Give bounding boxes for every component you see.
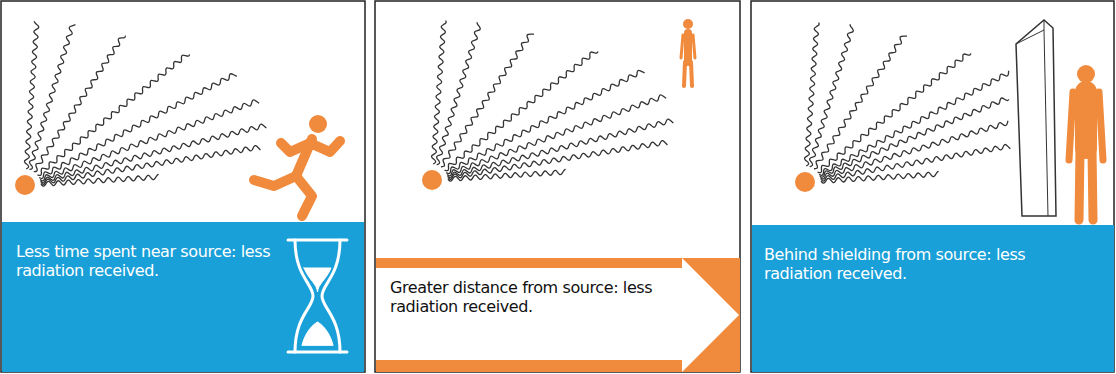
radiation-wave	[818, 53, 971, 172]
panel-frame	[1, 1, 365, 372]
caption-band: Less time spent near source: less radiat…	[2, 222, 364, 372]
radiation-wave	[819, 71, 1008, 176]
hourglass-icon	[288, 240, 347, 352]
radiation-wave	[39, 74, 237, 179]
radiation-wave	[29, 25, 75, 170]
radiation-wave	[41, 174, 159, 186]
panel-frame	[375, 1, 740, 372]
radiation-wave	[821, 171, 939, 183]
radiation-wave	[804, 23, 819, 166]
distant-person	[681, 19, 695, 86]
radiation-source	[15, 175, 35, 195]
radiation-wave	[441, 34, 534, 167]
caption-text: Behind shielding from source: less radia…	[764, 245, 1034, 283]
radiation-wave	[448, 141, 668, 180]
caption-text: Greater distance from source: less radia…	[390, 278, 662, 316]
radiation-wave	[41, 146, 261, 185]
radiation-wave	[814, 36, 907, 169]
radiation-wave	[820, 98, 1009, 177]
radiation-wave	[820, 121, 1008, 179]
shield-slab	[1016, 20, 1056, 216]
radiation-wave	[445, 51, 598, 170]
radiation-wave	[431, 21, 446, 164]
radiation-wave	[810, 24, 854, 166]
caption-arrow: Greater distance from source: less radia…	[376, 258, 740, 372]
caption-text: Less time spent near source: less radiat…	[16, 242, 278, 280]
caption-band: Behind shielding from source: less radia…	[752, 225, 1114, 372]
radiation-wave	[40, 100, 259, 181]
arrow-shape	[376, 258, 739, 372]
radiation-wave	[37, 55, 189, 176]
radiation-wave	[446, 70, 644, 173]
shielded-person	[1069, 65, 1103, 220]
radiation-wave	[437, 22, 481, 164]
radiation-source	[795, 172, 815, 192]
radiation-wave	[24, 21, 38, 169]
running-person	[254, 115, 340, 216]
radiation-wave	[447, 95, 666, 176]
radiation-source	[422, 170, 442, 190]
panel-frame	[751, 1, 1114, 372]
radiation-waves	[24, 21, 1010, 187]
radiation-wave	[448, 169, 566, 181]
